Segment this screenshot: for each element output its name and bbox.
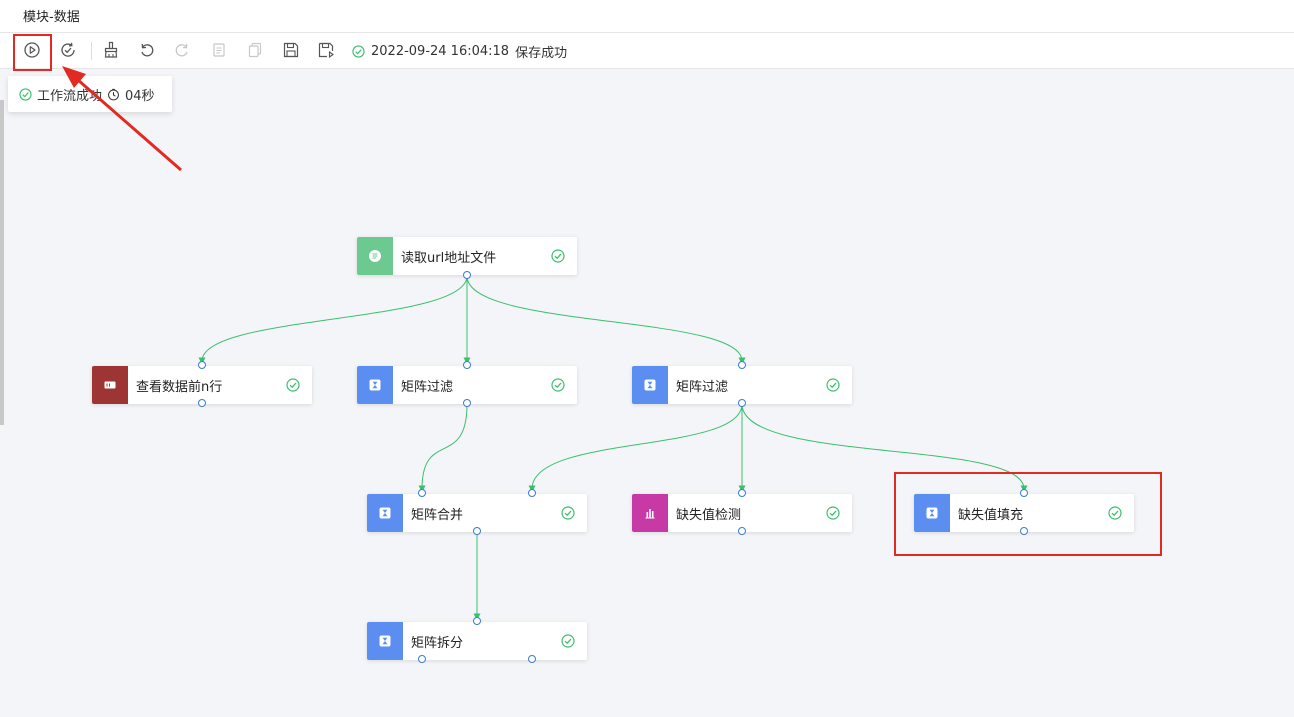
node-icon xyxy=(92,366,128,404)
hourglass-icon xyxy=(379,507,391,519)
node-matrix-split[interactable]: 矩阵拆分 xyxy=(367,622,587,660)
node-view-head-rows[interactable]: 查看数据前n行 xyxy=(92,366,312,404)
port-in[interactable] xyxy=(463,361,471,369)
save-status: 2022-09-24 16:04:18 保存成功 xyxy=(352,42,567,61)
port-in[interactable] xyxy=(738,489,746,497)
hourglass-icon xyxy=(926,507,938,519)
edge-filter2-to-merge[interactable] xyxy=(528,403,743,493)
left-scroll-handle[interactable] xyxy=(0,100,4,425)
run-result-text: 工作流成功 xyxy=(37,88,103,104)
edges-layer xyxy=(198,275,1028,621)
port-in[interactable] xyxy=(1020,489,1028,497)
save-status-time: 2022-09-24 16:04:18 xyxy=(371,44,510,59)
bar-chart-icon xyxy=(645,509,655,519)
node-matrix-merge[interactable]: 矩阵合并 xyxy=(367,494,587,532)
edge-read-to-view[interactable] xyxy=(198,275,468,365)
redo-icon xyxy=(175,43,188,57)
node-icon xyxy=(367,622,403,660)
annotation-arrow xyxy=(62,66,182,172)
run-result-popup: 工作流成功 04秒 xyxy=(8,76,172,112)
success-check-icon xyxy=(561,506,575,520)
workflow-canvas[interactable]: 读取url地址文件 查看数据前n行 矩阵过滤 矩阵过滤 矩阵合并 xyxy=(0,69,1294,717)
save-button[interactable] xyxy=(277,33,305,67)
node-label: 矩阵过滤 xyxy=(676,380,729,395)
success-check-icon xyxy=(826,506,840,520)
node-label: 缺失值填充 xyxy=(958,508,1024,523)
hourglass-icon xyxy=(369,379,381,391)
port-out[interactable] xyxy=(198,399,206,407)
node-label: 查看数据前n行 xyxy=(136,380,223,395)
undo-button[interactable] xyxy=(133,33,161,67)
node-label: 矩阵合并 xyxy=(411,508,464,523)
clear-button[interactable] xyxy=(97,33,125,67)
node-icon xyxy=(367,494,403,532)
paste-icon xyxy=(248,42,262,58)
port-in[interactable] xyxy=(473,617,481,625)
node-label: 矩阵拆分 xyxy=(411,636,464,651)
port-out[interactable] xyxy=(738,527,746,535)
node-icon xyxy=(632,494,668,532)
table-view-icon xyxy=(104,381,116,389)
node-icon xyxy=(632,366,668,404)
hourglass-icon xyxy=(644,379,656,391)
copy-icon xyxy=(213,43,225,57)
success-check-icon xyxy=(19,87,32,101)
file-icon xyxy=(369,250,381,262)
success-check-icon xyxy=(561,634,575,648)
success-check-icon xyxy=(1108,506,1122,520)
check-run-button[interactable] xyxy=(54,33,82,67)
port-out-right[interactable] xyxy=(528,655,536,663)
copy-button[interactable] xyxy=(205,33,233,67)
node-icon xyxy=(914,494,950,532)
success-check-icon xyxy=(826,378,840,392)
port-out[interactable] xyxy=(1020,527,1028,535)
node-icon xyxy=(357,237,393,275)
save-status-text: 保存成功 xyxy=(515,46,568,61)
paste-button[interactable] xyxy=(241,33,269,67)
save-as-icon xyxy=(318,42,334,59)
run-button[interactable] xyxy=(18,33,46,67)
port-out[interactable] xyxy=(473,527,481,535)
node-label: 读取url地址文件 xyxy=(401,251,497,266)
success-check-icon xyxy=(551,378,565,392)
highlight-box xyxy=(894,472,1162,556)
node-missing-detect[interactable]: 缺失值检测 xyxy=(632,494,852,532)
page-title: 模块-数据 xyxy=(23,10,80,25)
node-label: 缺失值检测 xyxy=(676,508,742,523)
brush-icon xyxy=(104,41,118,58)
port-in[interactable] xyxy=(198,361,206,369)
refresh-check-icon xyxy=(61,42,75,57)
node-label: 矩阵过滤 xyxy=(401,380,454,395)
run-duration: 04秒 xyxy=(125,88,155,104)
success-check-icon xyxy=(286,378,300,392)
toolbar: 2022-09-24 16:04:18 保存成功 xyxy=(0,33,1294,69)
node-read-url-file[interactable]: 读取url地址文件 xyxy=(357,237,577,275)
node-matrix-filter-1[interactable]: 矩阵过滤 xyxy=(357,366,577,404)
timer-icon xyxy=(108,88,119,100)
redo-button[interactable] xyxy=(168,33,196,67)
success-check-icon xyxy=(352,45,365,58)
port-out[interactable] xyxy=(738,399,746,407)
edge-read-to-filter2[interactable] xyxy=(466,275,746,365)
title-bar: 模块-数据 xyxy=(0,0,1294,33)
node-matrix-filter-2[interactable]: 矩阵过滤 xyxy=(632,366,852,404)
play-circle-icon xyxy=(24,42,40,58)
port-in-right[interactable] xyxy=(528,489,536,497)
port-in[interactable] xyxy=(738,361,746,369)
success-check-icon xyxy=(551,249,565,263)
save-as-button[interactable] xyxy=(312,33,340,67)
undo-icon xyxy=(141,43,154,57)
toolbar-divider xyxy=(91,42,92,60)
port-out-left[interactable] xyxy=(418,655,426,663)
port-out[interactable] xyxy=(463,399,471,407)
hourglass-icon xyxy=(379,635,391,647)
port-in-left[interactable] xyxy=(418,489,426,497)
edge-filter1-to-merge[interactable] xyxy=(418,403,468,493)
node-missing-fill[interactable]: 缺失值填充 xyxy=(914,494,1134,532)
save-icon xyxy=(283,42,299,58)
port-out[interactable] xyxy=(463,271,471,279)
node-icon xyxy=(357,366,393,404)
highlight-box-run xyxy=(13,34,52,71)
